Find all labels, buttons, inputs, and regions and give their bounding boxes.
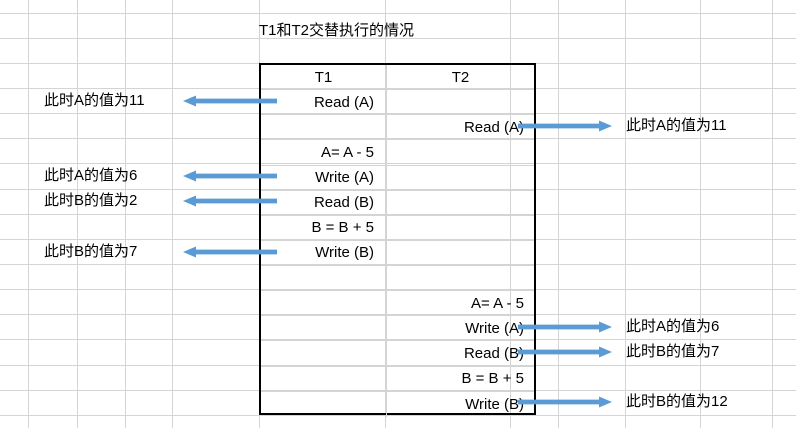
cell-t2-operation: B = B + 5 — [461, 370, 524, 388]
grid-row-line — [0, 189, 796, 190]
table-row: Write (A) — [261, 316, 534, 342]
cell-t1-operation — [261, 341, 387, 366]
grid-row-line — [0, 163, 796, 164]
arrow-right-icon — [518, 395, 612, 409]
left-annotation-label: 此时B的值为7 — [44, 242, 138, 260]
cell-t1-operation: Read (B) — [261, 190, 387, 215]
arrow-left-icon — [183, 245, 277, 259]
column-header-t1: T1 — [261, 65, 387, 90]
grid-row-line — [0, 38, 796, 39]
right-annotation-label: 此时B的值为12 — [626, 393, 728, 411]
cell-t2-operation — [387, 166, 534, 190]
table-row: A= A - 5 — [261, 291, 534, 317]
table-row: Read (B) — [261, 341, 534, 367]
arrow-left-icon — [183, 169, 277, 183]
arrow-left-icon — [183, 94, 277, 108]
cell-t1-operation — [261, 266, 387, 291]
grid-row-line — [0, 415, 796, 416]
cell-t2-operation: Write (B) — [465, 395, 524, 413]
table-row: Write (A) — [261, 165, 534, 191]
cell-t1-operation: Write (B) — [261, 240, 387, 265]
grid-row-line — [0, 239, 796, 240]
table-row: Read (A) — [261, 90, 534, 116]
table-row: B = B + 5 — [261, 215, 534, 241]
grid-row-line — [0, 88, 796, 89]
left-annotation-label: 此时A的值为6 — [44, 167, 138, 185]
cell-t2-operation — [387, 216, 534, 240]
left-annotation-label: 此时A的值为11 — [44, 91, 145, 109]
right-annotation-label: 此时B的值为7 — [626, 343, 720, 361]
arrow-left-icon — [183, 194, 277, 208]
table-row: Write (B) — [261, 391, 534, 417]
cell-t2-operation: A= A - 5 — [471, 294, 524, 312]
cell-t2-operation — [387, 140, 534, 164]
arrow-right-icon — [518, 119, 612, 133]
right-annotation-label: 此时A的值为6 — [626, 317, 720, 335]
cell-t2-operation — [387, 90, 534, 114]
table-header-row: T1 T2 — [261, 65, 534, 91]
cell-t1-operation: A= A - 5 — [261, 140, 387, 165]
cell-t1-operation — [261, 366, 387, 391]
grid-row-line — [0, 390, 796, 391]
grid-row-line — [0, 13, 796, 14]
grid-row-line — [0, 138, 796, 139]
cell-t2-operation — [387, 191, 534, 215]
table-row: Read (A) — [261, 115, 534, 141]
table-row: B = B + 5 — [261, 366, 534, 392]
left-annotation-label: 此时B的值为2 — [44, 192, 138, 210]
right-annotation-label: 此时A的值为11 — [626, 116, 727, 134]
table-row: A= A - 5 — [261, 140, 534, 166]
cell-t2-operation: Write (A) — [465, 319, 524, 337]
arrow-right-icon — [518, 320, 612, 334]
cell-t1-operation: Write (A) — [261, 165, 387, 190]
column-header-t2: T2 — [451, 68, 470, 86]
table-row — [261, 266, 534, 292]
table-row: Write (B) — [261, 240, 534, 266]
cell-t1-operation: B = B + 5 — [261, 215, 387, 240]
table-row: Read (B) — [261, 190, 534, 216]
cell-t2-operation: Read (B) — [463, 344, 524, 362]
cell-t1-operation — [261, 316, 387, 341]
grid-row-line — [0, 289, 796, 290]
cell-t1-operation: Read (A) — [261, 90, 387, 115]
cell-t1-operation — [261, 291, 387, 316]
diagram-title: T1和T2交替执行的情况 — [259, 22, 415, 39]
grid-row-line — [0, 113, 796, 114]
cell-t1-operation — [261, 391, 387, 417]
cell-t1-operation — [261, 115, 387, 140]
grid-row-line — [0, 339, 796, 340]
grid-row-line — [0, 264, 796, 265]
cell-t2-operation — [387, 241, 534, 265]
grid-row-line — [0, 314, 796, 315]
arrow-right-icon — [518, 345, 612, 359]
grid-row-line — [0, 214, 796, 215]
cell-t2-operation — [387, 266, 534, 290]
cell-t2-operation: Read (A) — [463, 118, 524, 136]
